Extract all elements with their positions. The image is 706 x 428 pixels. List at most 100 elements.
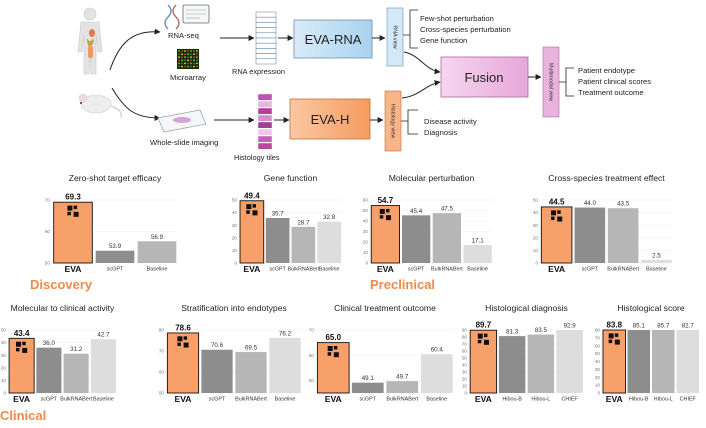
x-tick-label: Hibou-L: [531, 397, 550, 403]
eva-logo-square: [73, 205, 78, 210]
microarray-spot: [187, 59, 189, 62]
histology-tile: [257, 128, 273, 136]
chart-6: Clinical treatment outcome50607065.0EVA4…: [309, 303, 454, 404]
eva-logo-square: [483, 339, 489, 345]
y-tick-label: 0: [464, 391, 467, 396]
rna-expression-cell: [255, 37, 277, 44]
x-tick-label: EVA: [64, 264, 81, 274]
microarray-spot: [187, 65, 189, 68]
microarray-spot: [178, 65, 180, 68]
microarray-spot: [181, 50, 183, 52]
eva-logo-square: [177, 336, 183, 342]
microarray-spot: [178, 56, 180, 59]
data-label: 85.7: [657, 323, 670, 330]
arrow-organism-to-rna: [109, 28, 161, 71]
fusion-task-0: Patient endotype: [578, 66, 635, 75]
chart-title: Clinical treatment outcome: [334, 303, 436, 313]
eva-logo-square: [22, 341, 26, 346]
rna-expression-cell: [255, 48, 277, 54]
microarray-spot: [196, 56, 198, 59]
chart-8: Histological score0102030405060708083.8E…: [595, 303, 700, 404]
x-tick-label: CHIEF: [562, 397, 579, 403]
x-tick-label: EVA: [13, 394, 30, 404]
fusion-label: Fusion: [464, 70, 503, 85]
organs-icon: [87, 29, 95, 58]
data-label: 42.7: [97, 332, 110, 339]
chart-title: Stratification into endotypes: [181, 303, 287, 313]
y-tick-label: 80: [462, 335, 468, 340]
eva-logo-square: [385, 208, 390, 213]
x-tick-label: BulkRNABert: [607, 267, 639, 273]
y-tick-label: 60: [45, 229, 51, 234]
y-tick-label: 50: [533, 198, 539, 203]
bar: [469, 329, 498, 394]
bar: [201, 349, 233, 393]
x-tick-label: scGPT: [582, 267, 599, 273]
histology-tiles: [257, 93, 273, 150]
data-label: 49.4: [244, 191, 260, 200]
data-label: 28.7: [297, 219, 310, 226]
y-tick-label: 30: [595, 367, 601, 372]
eva-logo-square: [252, 210, 258, 216]
histology-tile: [257, 114, 273, 122]
eva-logo-square: [614, 339, 620, 345]
eva-logo-square: [67, 211, 71, 216]
y-tick-label: 0: [535, 261, 538, 266]
histology-tile: [257, 142, 273, 150]
bar: [137, 241, 177, 263]
y-tick-label: 70: [45, 198, 51, 203]
x-tick-label: BulkRNABert: [386, 397, 418, 403]
x-tick-label: EVA: [548, 264, 565, 274]
microarray-spot: [184, 53, 186, 55]
bar: [556, 330, 583, 393]
data-label: 53.9: [109, 243, 122, 250]
data-label: 78.6: [175, 323, 191, 332]
bar: [574, 207, 606, 263]
microarray-spot: [193, 53, 195, 55]
x-tick-label: Baseline: [147, 267, 168, 273]
histology-tiles-label: Histology tiles: [234, 153, 280, 162]
y-tick-label: 20: [232, 235, 238, 240]
y-tick-label: 70: [309, 328, 315, 333]
data-label: 82.7: [682, 323, 695, 330]
section-clinical: Clinical: [0, 408, 46, 423]
data-label: 81.3: [506, 329, 519, 336]
data-label: 76.2: [279, 330, 292, 337]
data-label: 47.5: [441, 206, 454, 213]
y-tick-label: 40: [595, 359, 601, 364]
microarray-spot: [196, 50, 198, 52]
y-tick-label: 20: [363, 240, 369, 245]
y-tick-label: 70: [595, 335, 601, 340]
x-tick-label: EVA: [243, 264, 260, 274]
microarray-spot: [190, 59, 192, 62]
x-tick-label: EVA: [325, 394, 342, 404]
y-tick-label: 60: [159, 370, 165, 375]
eva-logo-square: [551, 216, 555, 221]
data-label: 60.4: [431, 347, 444, 354]
bar: [627, 330, 651, 393]
h-task-bracket: [401, 109, 418, 135]
y-tick-label: 80: [595, 328, 601, 333]
eva-h-box: [289, 98, 371, 140]
data-label: 36.0: [43, 340, 56, 347]
rna-expression-cell: [255, 58, 277, 65]
data-label: 85.1: [633, 323, 646, 330]
eva-h-label: EVA-H: [311, 112, 350, 127]
microarray-spot: [184, 62, 186, 65]
bar: [239, 200, 265, 264]
bar: [370, 205, 400, 264]
data-label: 83.5: [535, 327, 548, 334]
section-preclinical: Preclinical: [370, 277, 435, 292]
microarray-spot: [181, 56, 183, 59]
data-label: 92.9: [564, 323, 577, 330]
y-tick-label: 60: [363, 198, 369, 203]
y-tick-label: 50: [595, 351, 601, 356]
histology-view-label: Histology view: [390, 104, 396, 139]
bar: [602, 329, 626, 394]
x-tick-label: scGPT: [209, 397, 226, 403]
y-tick-label: 10: [363, 250, 369, 255]
y-tick-label: 80: [159, 328, 165, 333]
